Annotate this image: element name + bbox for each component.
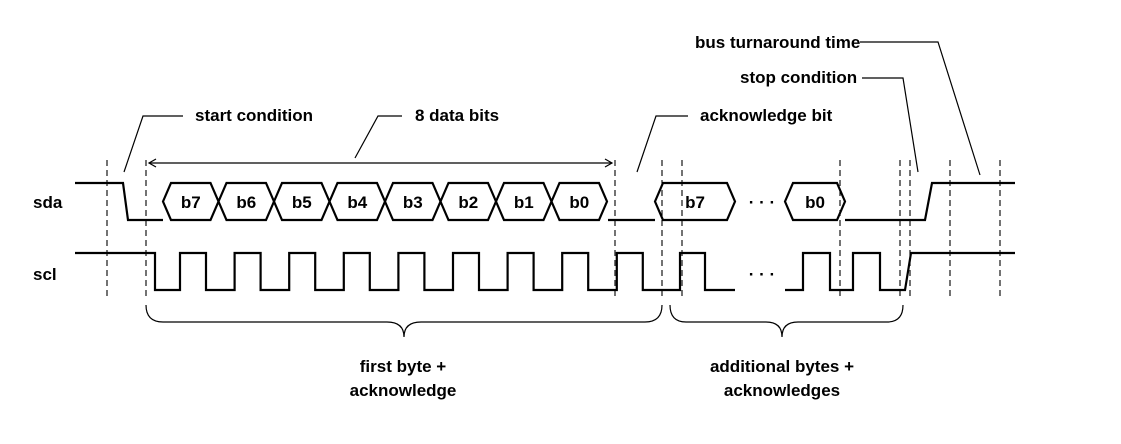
- data-bits-span-arrow: [147, 158, 614, 168]
- sda-bit-label: b7: [181, 193, 201, 212]
- sda-bit-label: b6: [236, 193, 256, 212]
- scl-ellipsis: · · ·: [749, 265, 775, 284]
- additional-bytes-label-line2: acknowledges: [724, 381, 840, 400]
- scl-label: scl: [33, 265, 57, 284]
- sda-additional-bits: b7 b0: [653, 181, 847, 222]
- ack-bit-leader: [636, 115, 688, 173]
- stop-condition-leader: [862, 77, 919, 173]
- sda-first-byte-bits: b7 b6 b5 b4 b3 b2 b1 b0: [161, 181, 609, 222]
- additional-bytes-brace: [669, 304, 904, 338]
- data-bits-label: 8 data bits: [415, 106, 499, 125]
- bus-turnaround-label: bus turnaround time: [695, 33, 860, 52]
- sda-bit-label: b5: [292, 193, 312, 212]
- sda-bit-label: b7: [685, 193, 705, 212]
- sda-bit-label: b0: [805, 193, 825, 212]
- sda-bit-label: b4: [347, 193, 367, 212]
- braces: [145, 304, 904, 338]
- start-condition-leader: [123, 115, 183, 173]
- annotations: bus turnaround time stop condition start…: [123, 33, 981, 176]
- sda-waveform: b7 b6 b5 b4 b3 b2 b1 b0 b7 b0 · · ·: [75, 181, 1015, 222]
- sda-start: [75, 181, 163, 222]
- sda-bit-cell: [653, 181, 737, 222]
- scl-second-segment: [785, 251, 1015, 292]
- sda-bit-label: b1: [514, 193, 534, 212]
- scl-waveform: · · ·: [75, 251, 1015, 292]
- sda-bit-label: b0: [569, 193, 589, 212]
- first-byte-label-line2: acknowledge: [350, 381, 457, 400]
- sda-ellipsis: · · ·: [749, 193, 775, 212]
- data-bits-leader: [354, 115, 402, 159]
- sda-bit-cell: [783, 181, 847, 222]
- sda-bit-label: b3: [403, 193, 423, 212]
- additional-bytes-label-line1: additional bytes +: [710, 357, 854, 376]
- first-byte-label-line1: first byte +: [360, 357, 447, 376]
- sda-stop: [845, 181, 1015, 222]
- bus-turnaround-leader: [860, 41, 981, 176]
- first-byte-brace: [145, 304, 663, 338]
- scl-first-segment: [75, 251, 735, 292]
- timing-markers: [106, 160, 1001, 300]
- sda-bit-cell: [550, 181, 609, 222]
- stop-condition-label: stop condition: [740, 68, 857, 87]
- ack-bit-label: acknowledge bit: [700, 106, 833, 125]
- sda-bit-label: b2: [458, 193, 478, 212]
- sda-label: sda: [33, 193, 63, 212]
- start-condition-label: start condition: [195, 106, 313, 125]
